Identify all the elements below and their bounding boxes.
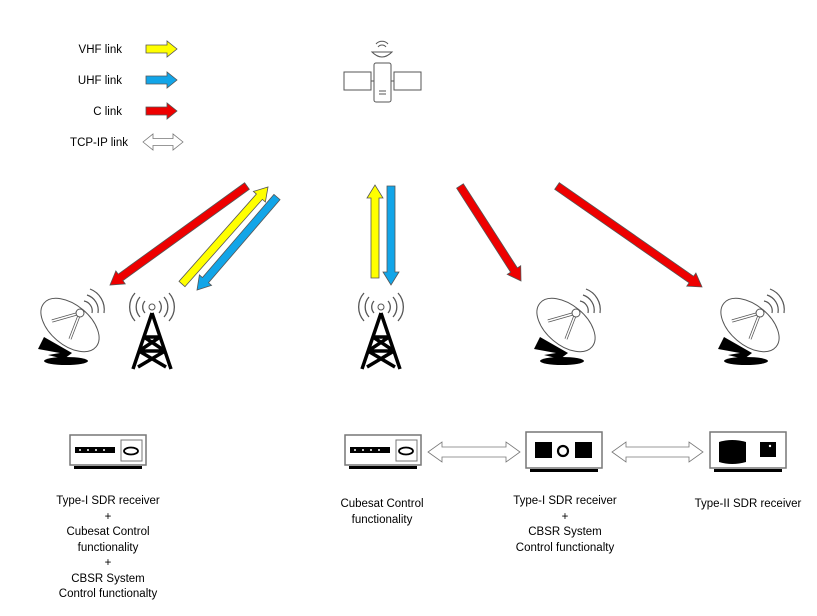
radio-tower-icon — [127, 291, 177, 371]
station-label-line: Cubesat Control — [340, 498, 423, 510]
uhf-link-arrow — [382, 185, 400, 286]
cubesat-control-device — [344, 434, 422, 469]
vhf-link-arrow — [366, 184, 384, 279]
station-label-line: CBSR System — [71, 573, 145, 585]
station-label-line: Type-II SDR receiver — [695, 498, 802, 510]
label-type2-station: Type-II SDR receiver — [695, 498, 802, 510]
tcpip-link-arrow — [611, 441, 704, 463]
station-label-line: + — [105, 557, 112, 569]
legend-label-uhf: UHF link — [78, 75, 122, 87]
station-label-line: Control functionalty — [59, 588, 158, 600]
radio-tower-icon — [356, 291, 406, 371]
refresh-icon — [398, 446, 414, 456]
legend-arrow-0-icon — [145, 40, 178, 58]
station-label-line: Cubesat Control — [66, 526, 149, 538]
vhf-link-arrow — [178, 186, 269, 288]
legend-label-c: C link — [93, 106, 122, 118]
legend-label-vhf: VHF link — [79, 44, 123, 56]
dish-antenna-icon — [525, 286, 607, 367]
c-link-arrow — [554, 182, 703, 288]
legend-label-tcpip: TCP-IP link — [70, 137, 128, 149]
type1-sdr-receiver-device — [525, 431, 603, 472]
station-label-line: CBSR System — [528, 526, 602, 538]
tcpip-link-arrow — [427, 441, 521, 463]
station-label-line: Control functionalty — [516, 542, 615, 554]
legend: VHF link UHF link C link TCP-IP link — [70, 40, 184, 151]
label-type1-station: Type-I SDR receiver + CBSR System Contro… — [513, 495, 617, 554]
dish-antenna-icon — [29, 286, 111, 367]
station-label-line: + — [105, 511, 112, 523]
c-link-arrow — [109, 182, 250, 286]
dish-antenna-icon — [709, 286, 791, 367]
label-left-station: Type-I SDR receiver + Cubesat Control fu… — [56, 495, 160, 600]
refresh-icon — [123, 446, 139, 456]
station-label-line: functionality — [78, 542, 139, 554]
cubesat-control-device-left — [69, 434, 147, 469]
type2-sdr-receiver-device — [709, 431, 787, 472]
legend-arrow-3-icon — [142, 133, 184, 151]
c-link-arrow — [456, 183, 522, 282]
legend-arrow-1-icon — [145, 71, 178, 89]
radio-links — [109, 182, 704, 463]
station-label-line: Type-I SDR receiver — [56, 495, 160, 507]
station-label-line: functionality — [352, 514, 413, 526]
legend-arrow-2-icon — [145, 102, 178, 120]
station-label-line: Type-I SDR receiver — [513, 495, 617, 507]
label-cubesat-station: Cubesat Control functionality — [340, 498, 423, 526]
satellite-icon — [343, 40, 422, 103]
station-label-line: + — [562, 511, 569, 523]
uhf-link-arrow — [196, 193, 281, 291]
